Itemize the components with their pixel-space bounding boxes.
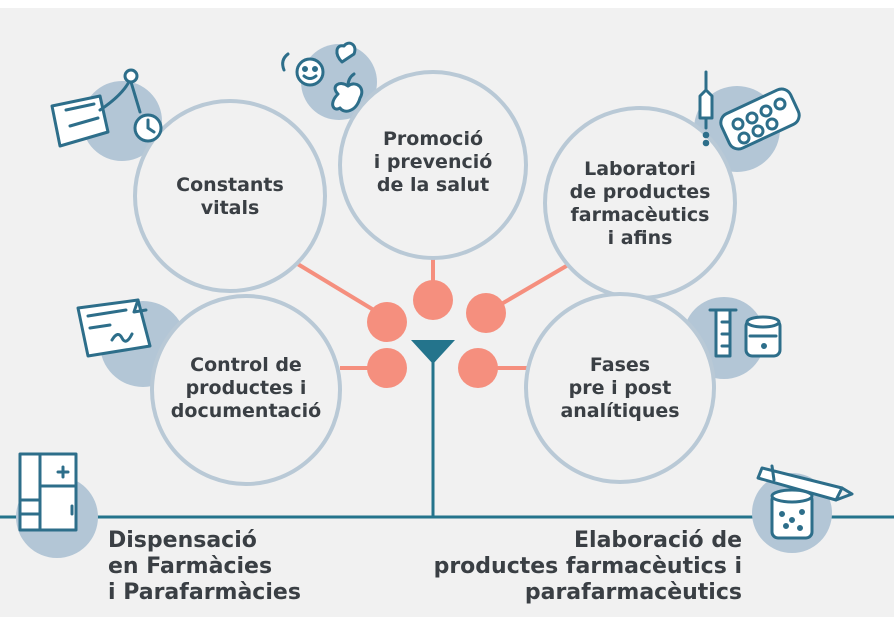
circle-promocio — [338, 70, 528, 260]
label-dispensacio: Dispensació en Farmàcies i Parafarmàcies — [108, 528, 301, 605]
pen-jar-icon — [756, 464, 854, 540]
label-elaboracio: Elaboració de productes farmacèutics i p… — [433, 528, 742, 605]
center-arrow — [411, 340, 455, 364]
node-dot-promocio — [413, 280, 453, 320]
node-dot-laboratori — [466, 293, 506, 333]
label-promocio-prevencio: Promoció i prevenció de la salut — [373, 128, 493, 196]
node-dot-fases — [458, 348, 498, 388]
node-dot-control — [367, 348, 407, 388]
circle-control — [150, 294, 342, 486]
circle-fases — [524, 292, 716, 484]
pill-pipette-icon — [698, 70, 801, 151]
circle-constants — [133, 99, 327, 293]
pharmacy-shelf-icon — [18, 452, 78, 532]
blood-pressure-icon — [50, 68, 163, 148]
node-dot-constants — [367, 302, 407, 342]
label-constants-vitals: Constants vitals — [176, 174, 284, 219]
document-signature-icon — [76, 298, 152, 358]
label-control-productes: Control de productes i documentació — [170, 354, 322, 422]
node-circles — [133, 70, 737, 486]
connector-nodes — [367, 280, 506, 388]
test-tube-jar-icon — [708, 308, 782, 358]
connector-constants — [294, 261, 389, 320]
label-fases: Fases pre i post analítiques — [560, 354, 680, 422]
label-laboratori: Laboratori de productes farmacèutics i a… — [569, 158, 711, 249]
health-promotion-icon — [281, 41, 364, 113]
